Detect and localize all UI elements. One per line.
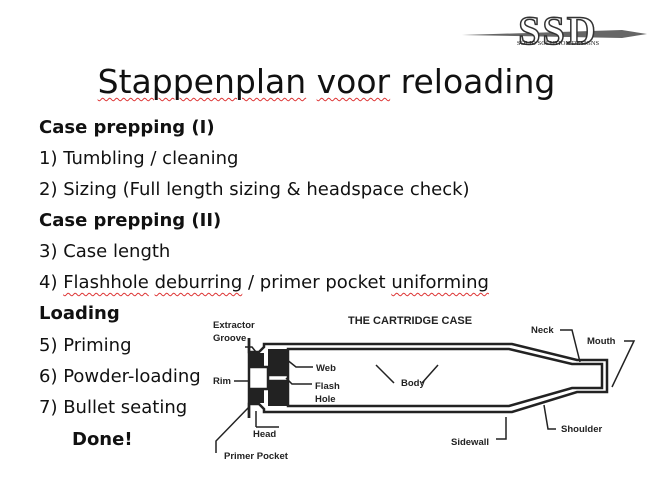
step-6: 6) Powder-loading [39,366,201,387]
case-inner-wall [286,347,604,408]
done-label: Done! [72,429,133,450]
cartridge-outline [247,338,609,418]
leader-extractor-groove [245,346,257,353]
head-fill-top [250,353,264,366]
heading-case-prepping-2: Case prepping (II) [39,210,222,231]
title-word-3: reloading [400,62,556,101]
leader-lines [215,329,636,453]
label-hole: Hole [315,394,336,405]
step-4-word-uniforming: uniforming [391,272,489,293]
leader-body [375,364,439,384]
heading-loading: Loading [39,303,120,324]
label-body: Body [401,378,425,389]
leader-web [285,358,313,368]
label-extractor: Extractor [213,320,255,331]
flash-hole-outline [268,373,288,383]
step-4-word-flashhole: Flashhole [63,272,149,293]
step-4: 4) Flashhole deburring / primer pocket u… [39,271,489,295]
label-rim: Rim [213,376,231,387]
label-head: Head [253,429,276,440]
logo-tagline: SOLID SOLUTION DESIGNS [517,40,600,47]
leader-head [255,411,279,428]
primer-pocket-outline [249,365,270,391]
step-3: 3) Case length [39,241,171,262]
label-shoulder: Shoulder [561,424,602,435]
web-fill-bottom [268,382,288,406]
step-7: 7) Bullet seating [39,397,188,418]
cartridge-case-diagram: THE CARTRIDGE CASE Extractor Groove Rim … [213,315,636,462]
label-primer-pocket: Primer Pocket [224,451,289,462]
label-neck: Neck [531,325,554,336]
step-4-word-deburring: deburring [154,272,243,293]
label-web: Web [316,363,336,374]
diagram-title: THE CARTRIDGE CASE [348,315,472,327]
leader-neck [560,329,581,363]
step-5: 5) Priming [39,335,132,356]
case-outer-wall [247,338,609,418]
step-1: 1) Tumbling / cleaning [39,148,239,169]
case-head-fill [250,349,288,406]
label-sidewall: Sidewall [451,437,489,448]
leader-shoulder [543,404,556,430]
leader-flash-hole [285,377,312,385]
label-mouth: Mouth [587,336,616,347]
logo-initials: SSD [518,8,597,53]
leader-sidewall [496,417,507,440]
leader-primer-pocket [215,406,250,453]
label-groove: Groove [213,333,246,344]
logo-swoosh [462,30,647,38]
page-title: Stappenplan voor reloading [0,62,653,102]
leader-mouth [611,340,636,388]
title-word-2: voor [316,62,391,101]
step-4-middle: / primer pocket [242,272,392,293]
web-fill-top [268,349,288,374]
step-2: 2) Sizing (Full length sizing & headspac… [39,179,470,200]
label-flash: Flash [315,381,340,392]
title-word-1: Stappenplan [97,62,307,101]
ssd-logo: SSD SOLID SOLUTION DESIGNS [462,8,647,54]
step-4-prefix: 4) [39,272,64,293]
head-fill-bottom [250,390,264,403]
heading-case-prepping-1: Case prepping (I) [39,117,215,138]
